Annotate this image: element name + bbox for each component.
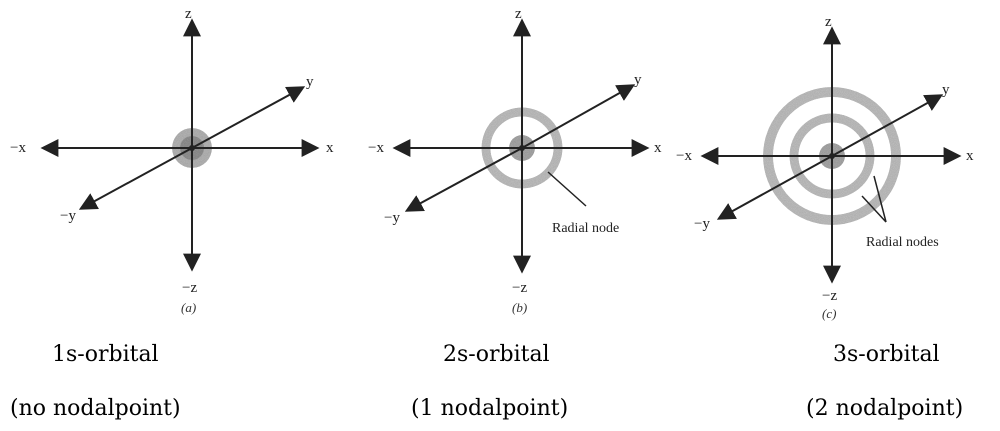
y-axis-2s	[521, 84, 636, 149]
x-label-1s: x	[326, 140, 334, 156]
caption-2s-name: 2s-orbital	[443, 342, 550, 367]
neg-y-axis-1s	[78, 147, 193, 210]
x-label-3s: x	[966, 148, 974, 164]
x-label-2s: x	[654, 140, 662, 156]
neg-x-label-3s: −x	[676, 148, 692, 164]
caption-3s-name: 3s-orbital	[833, 342, 940, 367]
z-label-2s: z	[515, 6, 522, 22]
axes-2s	[392, 18, 650, 274]
node-annotation-3s: Radial nodes	[866, 235, 939, 250]
node-pointer-2s	[547, 171, 587, 207]
sublabel-a: (a)	[181, 300, 196, 315]
node-pointer-3s-outer	[861, 195, 887, 223]
z-label-1s: z	[185, 6, 192, 22]
y-axis-1s	[191, 86, 306, 149]
caption-1s-nodes: (no nodalpoint)	[10, 396, 181, 421]
axes-3s	[700, 26, 962, 284]
y-label-1s: y	[306, 74, 314, 90]
nucleus-1s	[189, 145, 195, 151]
caption-1s-name: 1s-orbital	[52, 342, 159, 367]
panel-1s: z −z x −x y −y (a)	[10, 6, 334, 315]
neg-y-axis-2s	[404, 147, 523, 212]
y-axis-3s	[831, 94, 944, 157]
panel-3s: z −z x −x y −y Radial nodes (c)	[676, 14, 974, 321]
neg-y-label-1s: −y	[60, 208, 76, 224]
neg-x-label-2s: −x	[368, 140, 384, 156]
caption-2s-nodes: (1 nodalpoint)	[411, 396, 569, 421]
nucleus-2s	[519, 145, 525, 151]
y-label-2s: y	[634, 72, 642, 88]
caption-3s-nodes: (2 nodalpoint)	[806, 396, 964, 421]
y-label-3s: y	[942, 82, 950, 98]
neg-z-label-3s: −z	[822, 288, 837, 304]
neg-z-label-1s: −z	[182, 280, 197, 296]
neg-y-label-3s: −y	[694, 216, 710, 232]
neg-y-axis-3s	[716, 155, 833, 220]
axes-1s	[40, 18, 320, 272]
neg-z-label-2s: −z	[512, 280, 527, 296]
z-label-3s: z	[825, 14, 832, 30]
node-pointer-3s-inner	[873, 175, 887, 223]
neg-x-label-1s: −x	[10, 140, 26, 156]
neg-y-label-2s: −y	[384, 210, 400, 226]
sublabel-b: (b)	[512, 300, 527, 315]
nucleus-3s	[829, 153, 835, 159]
sublabel-c: (c)	[822, 306, 836, 321]
panel-2s: z −z x −x y −y Radial node (b)	[368, 6, 662, 315]
node-annotation-2s: Radial node	[552, 221, 619, 236]
